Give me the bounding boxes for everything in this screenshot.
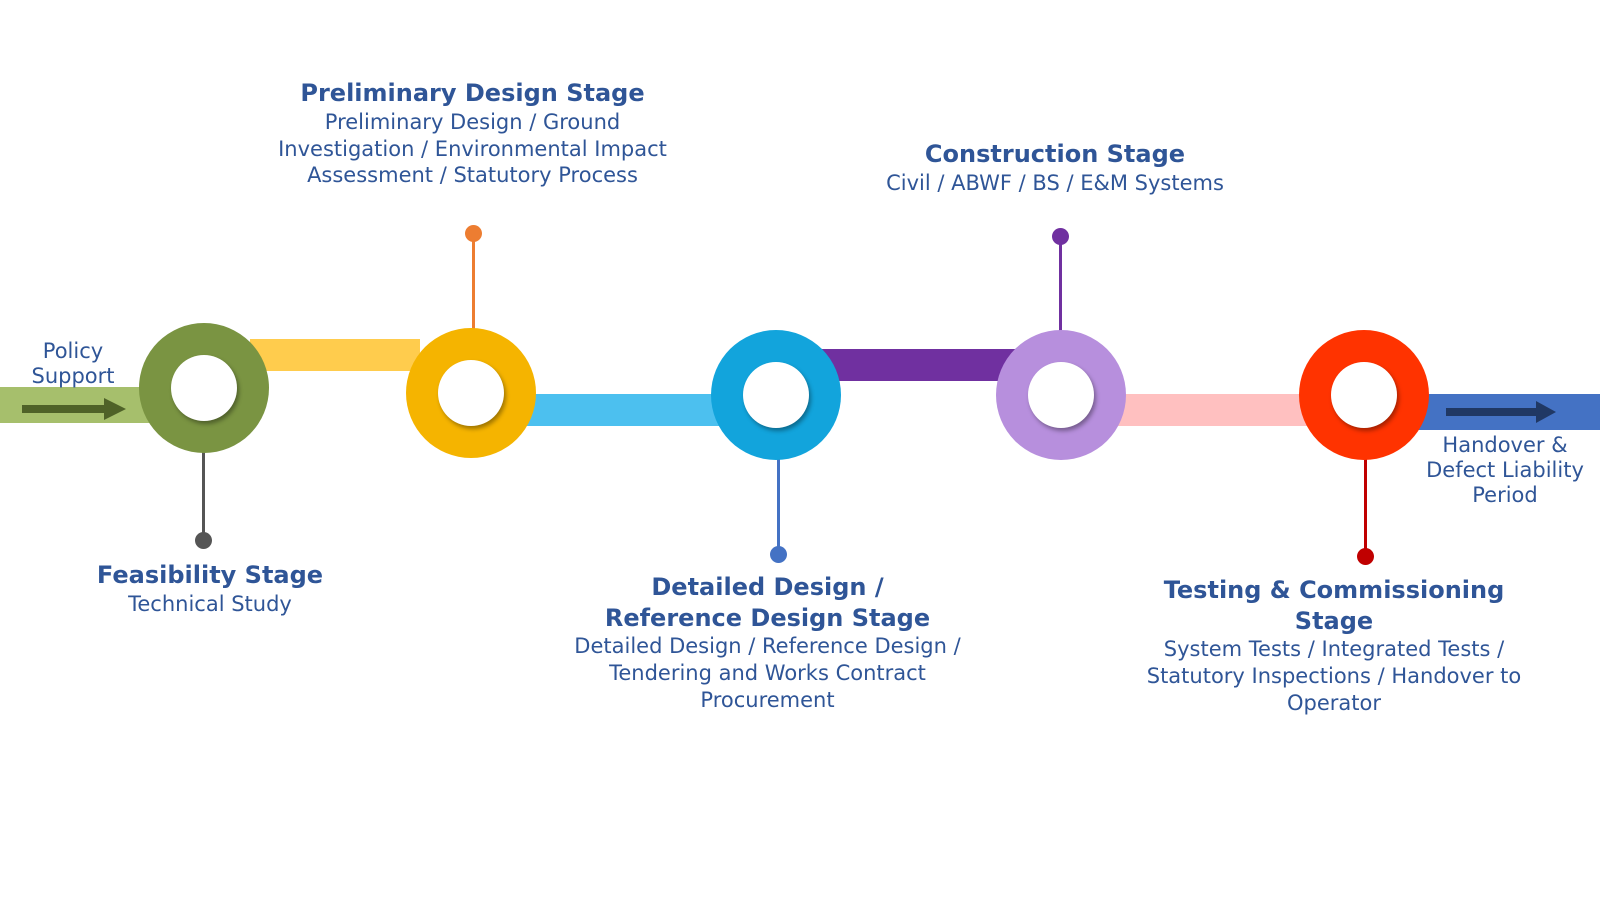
- stage-title: Testing & Commissioning Stage: [1163, 576, 1505, 635]
- stage-title: Construction Stage: [924, 140, 1186, 168]
- dot-detailed: [770, 546, 787, 563]
- ring-testing: [1299, 330, 1429, 460]
- ring-preliminary: [406, 328, 536, 458]
- stage-description: Detailed Design / Reference Design / Ten…: [574, 634, 961, 713]
- label-feasibility: Feasibility Stage Technical Study: [90, 560, 330, 618]
- label-construction: Construction Stage Civil / ABWF / BS / E…: [855, 139, 1255, 197]
- connector-bar-4: [1115, 394, 1315, 426]
- connector-bar-3: [815, 349, 1015, 381]
- stage-description: Technical Study: [128, 591, 292, 616]
- start-arrow-icon: [22, 398, 126, 420]
- stage-description: System Tests / Integrated Tests / Statut…: [1146, 637, 1522, 716]
- ring-feasibility: [139, 323, 269, 453]
- stage-title: Feasibility Stage: [96, 561, 324, 589]
- dot-preliminary: [465, 225, 482, 242]
- stage-title: Detailed Design / Reference Design Stage: [604, 573, 931, 632]
- end-arrow-icon: [1446, 401, 1556, 423]
- stem-testing: [1364, 425, 1367, 555]
- dot-feasibility: [195, 532, 212, 549]
- label-testing: Testing & Commissioning Stage System Tes…: [1128, 575, 1540, 717]
- stage-description: Civil / ABWF / BS / E&M Systems: [886, 170, 1224, 195]
- stem-construction: [1059, 236, 1062, 368]
- label-detailed: Detailed Design / Reference Design Stage…: [555, 572, 980, 714]
- stem-detailed: [777, 425, 780, 553]
- ring-hole: [438, 360, 504, 426]
- end-label: Handover & Defect Liability Period: [1426, 433, 1584, 507]
- dot-testing: [1357, 548, 1374, 565]
- start-label: Policy Support: [31, 339, 115, 388]
- stem-feasibility: [202, 420, 205, 538]
- connector-bar-2: [520, 394, 720, 426]
- stem-preliminary: [472, 234, 475, 364]
- stage-description: Preliminary Design / Ground Investigatio…: [278, 109, 667, 188]
- label-preliminary: Preliminary Design Stage Preliminary Des…: [260, 78, 685, 189]
- ring-hole: [1028, 362, 1094, 428]
- ring-construction: [996, 330, 1126, 460]
- connector-bar-1: [250, 339, 420, 371]
- dot-construction: [1052, 228, 1069, 245]
- ring-hole: [743, 362, 809, 428]
- stage-title: Preliminary Design Stage: [300, 79, 645, 107]
- ring-hole: [171, 355, 237, 421]
- ring-detailed: [711, 330, 841, 460]
- ring-hole: [1331, 362, 1397, 428]
